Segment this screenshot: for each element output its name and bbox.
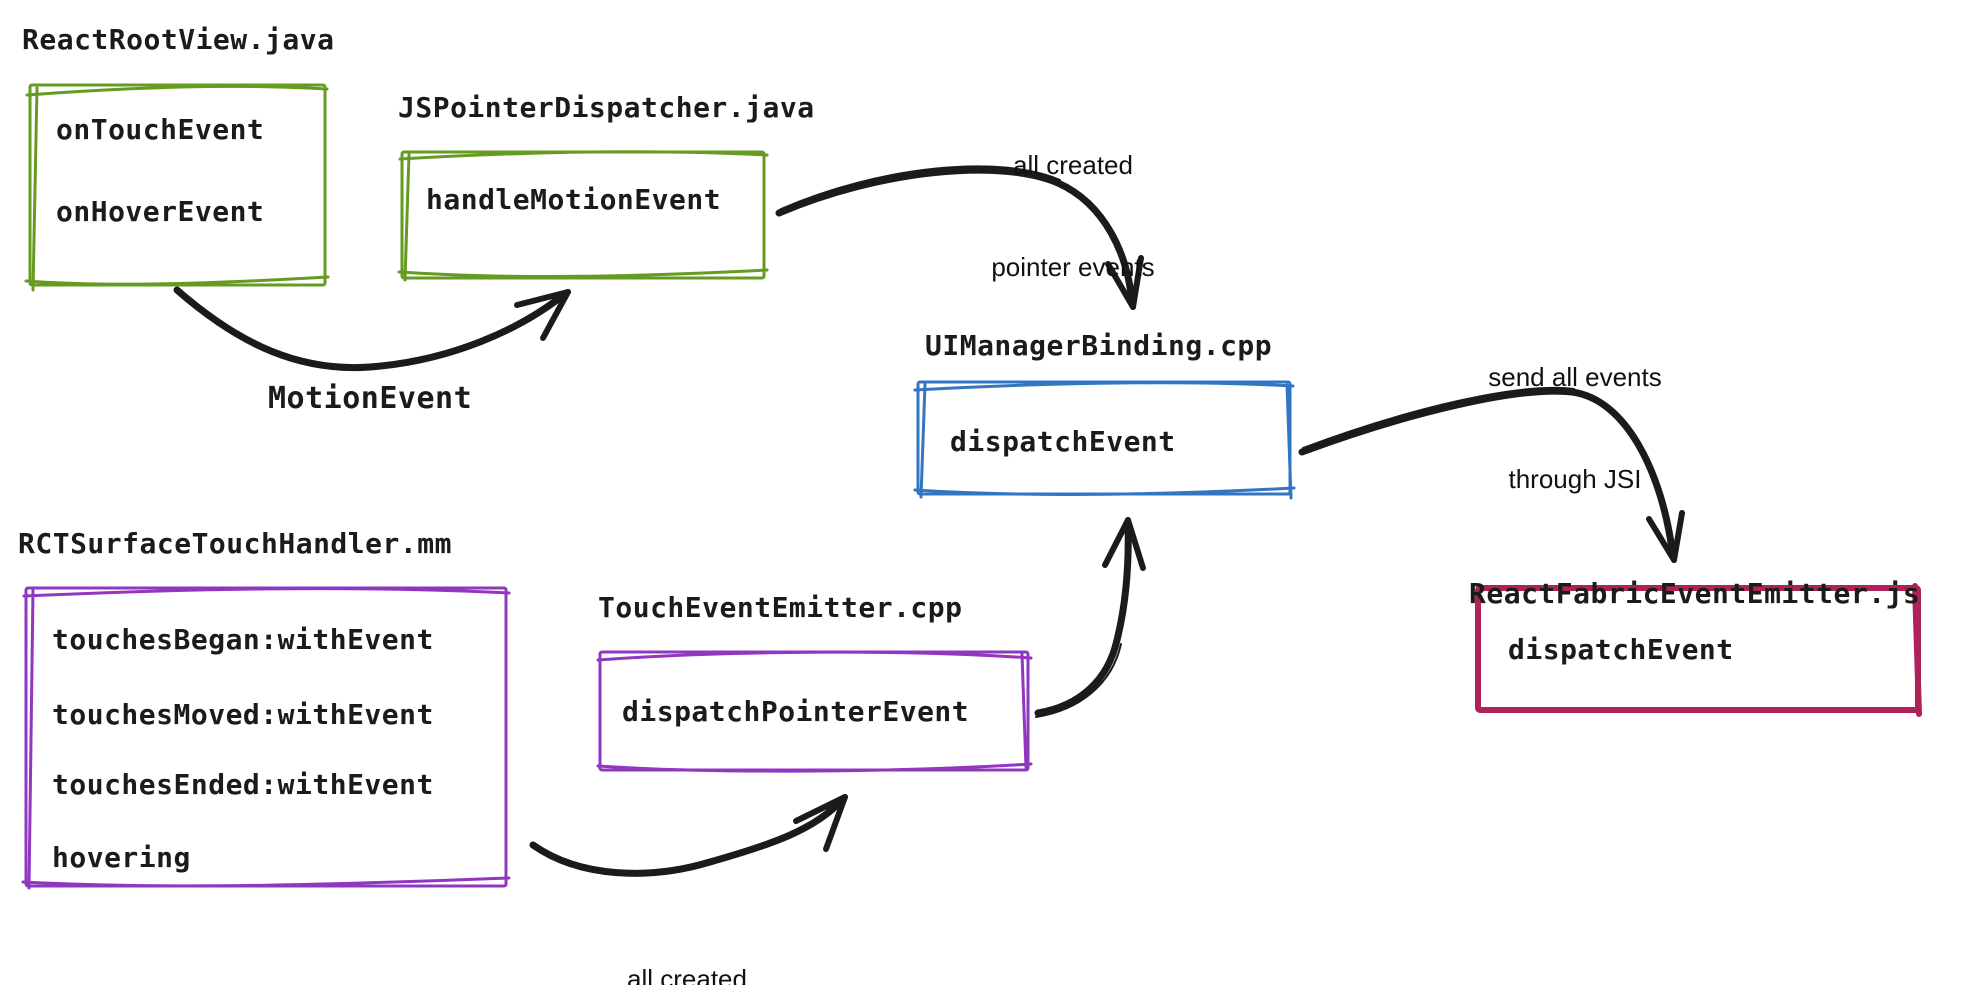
file-title-ui-manager-binding: UIManagerBinding.cpp — [925, 329, 1273, 362]
method-touches-moved: touchesMoved:withEvent — [52, 698, 434, 731]
file-title-react-root-view: ReactRootView.java — [22, 23, 335, 56]
method-on-touch-event: onTouchEvent — [56, 113, 265, 146]
method-touches-began: touchesBegan:withEvent — [52, 623, 434, 656]
edge-label-line: pointer events — [991, 252, 1155, 282]
method-dispatch-event-emitter: dispatchEvent — [1508, 633, 1734, 666]
arrow-through-jsi — [1298, 386, 1685, 563]
react-root-view-box — [24, 83, 330, 292]
file-title-js-pointer-dispatcher: JSPointerDispatcher.java — [398, 91, 815, 124]
rct-surface-touch-handler-box — [21, 586, 511, 890]
method-hovering: hovering — [52, 841, 191, 874]
file-title-rct-surface-touch-handler: RCTSurfaceTouchHandler.mm — [18, 527, 452, 560]
edge-label-line: through JSI — [1508, 464, 1642, 494]
react-fabric-event-emitter-box — [1475, 583, 1922, 717]
edge-label-line: all created — [1013, 150, 1133, 180]
edge-label-line: all created — [627, 964, 747, 985]
arrow-motion-event — [173, 286, 571, 372]
method-touches-ended: touchesEnded:withEvent — [52, 768, 434, 801]
touch-event-emitter-box — [596, 650, 1033, 773]
edge-label-all-created-top: all created pointer events — [923, 80, 1223, 352]
file-title-touch-event-emitter: TouchEventEmitter.cpp — [598, 591, 963, 624]
edge-label-motion-event: MotionEvent — [268, 381, 473, 416]
edge-label-through-jsi: send all events through JSI — [1425, 292, 1725, 564]
method-handle-motion-event: handleMotionEvent — [426, 183, 722, 216]
js-pointer-dispatcher-box — [397, 150, 769, 282]
file-title-react-fabric-event-emitter: ReactFabricEventEmitter.js — [1469, 577, 1921, 610]
arrow-all-created-bottom — [529, 794, 848, 877]
arrow-all-created-top — [775, 165, 1144, 310]
arrow-to-dispatch-event — [1034, 517, 1146, 718]
arrows-layer — [173, 165, 1685, 877]
ui-manager-binding-box — [913, 380, 1296, 500]
edge-label-line: send all events — [1488, 362, 1662, 392]
method-dispatch-event-binding: dispatchEvent — [950, 425, 1176, 458]
edge-label-all-created-bottom: all created pointer events — [537, 894, 837, 985]
method-dispatch-pointer-event: dispatchPointerEvent — [622, 695, 970, 728]
method-on-hover-event: onHoverEvent — [56, 195, 265, 228]
